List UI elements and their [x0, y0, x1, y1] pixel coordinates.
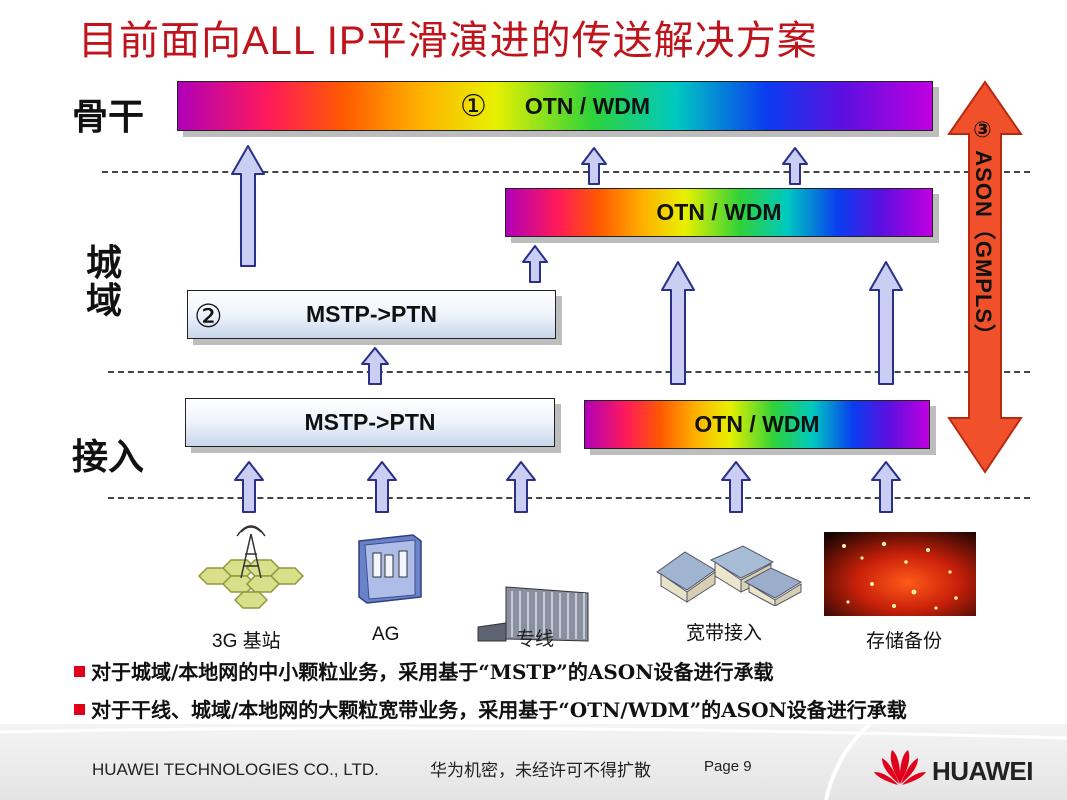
- up-arrow-metro-otn-to-backbone-2: [782, 147, 808, 185]
- footer-confidential: 华为机密，未经许可不得扩散: [430, 761, 651, 781]
- cell-tower-icon: [197, 525, 305, 609]
- up-arrow-storage: [871, 461, 901, 513]
- houses-icon: [656, 545, 803, 606]
- caption-leased-line: 专线: [516, 629, 555, 650]
- access-mstp-bar-label: MSTP->PTN: [304, 409, 436, 435]
- bullet-item-1: 对于城域/本地网的中小颗粒业务，采用基于“MSTP”的ASON设备进行承载: [74, 656, 773, 685]
- metro-mstp-ptn-bar: ② MSTP->PTN: [187, 290, 556, 339]
- circled-number-1: ①: [459, 89, 487, 123]
- ag-device-icon: [358, 534, 422, 604]
- bullet-square-icon: [74, 666, 85, 677]
- fiber-optic-icon: [824, 532, 976, 616]
- access-mstp-ptn-bar: MSTP->PTN: [185, 398, 555, 447]
- layer-label-access: 接入: [72, 436, 145, 478]
- divider-access-services: [108, 497, 1030, 499]
- caption-storage-backup: 存储备份: [866, 631, 943, 652]
- bullet-square-icon: [74, 704, 85, 715]
- ason-gmpls-label: ③ ASON（GMPLS）: [971, 118, 996, 348]
- up-arrow-mstp-to-backbone: [231, 145, 265, 267]
- building-icon: [477, 586, 589, 642]
- bullet-item-2: 对于干线、城域/本地网的大颗粒宽带业务，采用基于“OTN/WDM”的ASON设备…: [74, 694, 907, 723]
- up-arrow-ag: [367, 461, 397, 513]
- divider-backbone-metro: [102, 171, 1030, 173]
- bullet-text-1: 对于城域/本地网的中小颗粒业务，采用基于“MSTP”的ASON设备进行承载: [91, 660, 774, 684]
- divider-metro-access: [108, 371, 1030, 373]
- ason-double-arrow: [947, 80, 1023, 474]
- layer-label-backbone: 骨干: [72, 96, 145, 138]
- huawei-logo-icon: [874, 750, 926, 785]
- up-arrow-mstp-to-metro-otn: [522, 245, 548, 283]
- huawei-logo-text: HUAWEI: [932, 756, 1034, 786]
- caption-broadband-access: 宽带接入: [686, 623, 763, 644]
- circled-number-2: ②: [194, 298, 223, 334]
- up-arrow-leased-line: [506, 461, 536, 513]
- metro-mstp-bar-label: MSTP->PTN: [306, 301, 437, 327]
- slide-footer: HUAWEI TECHNOLOGIES CO., LTD. 华为机密，未经许可不…: [0, 724, 1067, 800]
- up-arrow-access-otn-to-metro-1: [661, 261, 695, 385]
- metro-otn-bar-label: OTN / WDM: [656, 199, 782, 225]
- layer-label-metro: 城域: [86, 242, 123, 322]
- up-arrow-access-to-metro-mstp: [361, 347, 389, 385]
- caption-3g-base-station: 3G 基站: [212, 631, 281, 652]
- caption-ag: AG: [372, 624, 400, 645]
- bullet-text-2: 对于干线、城域/本地网的大颗粒宽带业务，采用基于“OTN/WDM”的ASON设备…: [91, 698, 907, 722]
- up-arrow-access-otn-to-metro-2: [869, 261, 903, 385]
- up-arrow-3g: [234, 461, 264, 513]
- backbone-otn-wdm-bar: ① OTN / WDM: [177, 81, 933, 131]
- slide-title: 目前面向ALL IP平滑演进的传送解决方案: [78, 19, 818, 63]
- footer-page-number: Page 9: [704, 758, 752, 775]
- access-otn-wdm-bar: OTN / WDM: [584, 400, 930, 449]
- access-otn-bar-label: OTN / WDM: [694, 411, 820, 437]
- up-arrow-metro-otn-to-backbone-1: [581, 147, 607, 185]
- footer-company: HUAWEI TECHNOLOGIES CO., LTD.: [92, 760, 379, 779]
- up-arrow-broadband: [721, 461, 751, 513]
- footer-curve: [0, 724, 1067, 800]
- metro-otn-wdm-bar: OTN / WDM: [505, 188, 933, 237]
- backbone-bar-label: OTN / WDM: [524, 92, 651, 119]
